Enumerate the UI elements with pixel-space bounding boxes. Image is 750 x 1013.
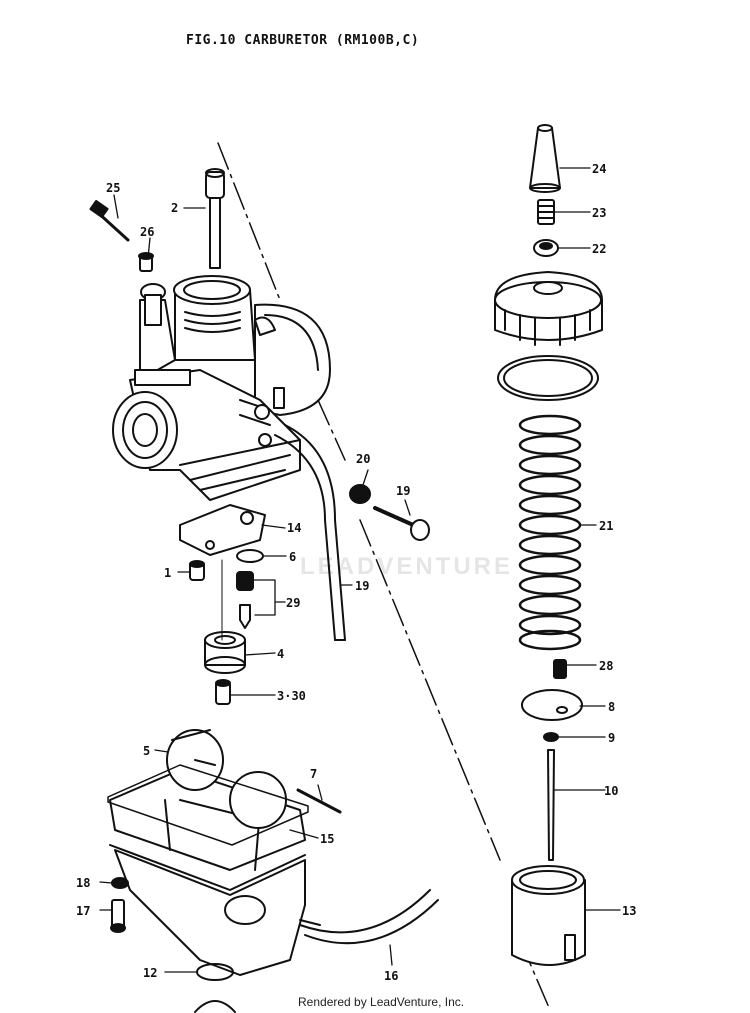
- callout-8: 8: [608, 700, 615, 714]
- part-7-o-ring: [236, 549, 264, 563]
- callout-26: 25: [106, 181, 120, 195]
- part-15-gasket: [107, 764, 309, 846]
- part-8-retainer-plate: [521, 689, 583, 721]
- carburetor-body: [112, 275, 331, 501]
- callout-7: 6: [289, 550, 296, 564]
- part-29-needle-valve: [236, 571, 254, 629]
- callout-labels: 2 25 26 1 14 6 29 4 3·30 19 20 19 24 23 …: [76, 162, 636, 983]
- part-16-overflow-hose: [299, 889, 439, 945]
- callout-27: 26: [140, 225, 154, 239]
- part-22-spring: [518, 414, 582, 651]
- callout-16: 16: [384, 969, 398, 983]
- callout-13: 13: [622, 904, 636, 918]
- part-18-washer: [111, 877, 129, 889]
- callout-3-30: 3·30: [277, 689, 306, 703]
- part-13-throttle-valve: [511, 865, 586, 966]
- callout-15: 15: [320, 832, 334, 846]
- callout-21: 20: [356, 452, 370, 466]
- callout-23: 22: [592, 242, 606, 256]
- callout-5: 5: [143, 744, 150, 758]
- callout-10: 10: [604, 784, 618, 798]
- part-5-float-right: [229, 771, 287, 829]
- callout-20: 19: [396, 484, 410, 498]
- watermark: LEADVENTURE: [300, 553, 514, 580]
- callout-17: 17: [76, 904, 90, 918]
- part-27-screw: [138, 252, 154, 272]
- callout-6: 7: [310, 767, 317, 781]
- callout-24: 23: [592, 206, 606, 220]
- callout-22: 21: [599, 519, 613, 533]
- callout-9: 9: [608, 731, 615, 745]
- callout-29: 29: [286, 596, 300, 610]
- part-1-plug: [189, 560, 205, 581]
- part-9-clip: [543, 732, 559, 742]
- part-26-air-screw: [89, 199, 130, 242]
- part-2-cable-adjuster: [205, 168, 225, 269]
- figure-title: FIG.10 CARBURETOR (RM100B,C): [186, 33, 420, 48]
- part-24-adjuster: [537, 199, 555, 225]
- callout-25: 24: [592, 162, 606, 176]
- part-5-float-left: [166, 729, 224, 791]
- callout-19: 19: [355, 579, 369, 593]
- assembly-centerline: [217, 142, 551, 1011]
- callout-1: 1: [164, 566, 171, 580]
- callout-2: 2: [171, 201, 178, 215]
- part-23-locknut: [533, 239, 559, 257]
- part-3-30-main-jet: [215, 679, 231, 705]
- callout-12: 12: [143, 966, 157, 980]
- callout-14: 14: [287, 521, 301, 535]
- part-10-jet-needle: [547, 749, 555, 861]
- part-19-vent-hose: [274, 424, 346, 641]
- part-4-jet-holder: [204, 631, 246, 674]
- part-21-nut: [349, 484, 371, 504]
- part-14-plate: [179, 504, 266, 556]
- footer-credit: Rendered by LeadVenture, Inc.: [298, 995, 465, 1009]
- mixing-chamber-cap: [494, 271, 603, 346]
- part-6-float-pin: [296, 788, 342, 814]
- drain-plug: [194, 1000, 236, 1013]
- callout-4: 4: [277, 647, 284, 661]
- callout-28: 28: [599, 659, 613, 673]
- part-25-cable-boot: [529, 124, 561, 193]
- part-17-screw: [110, 899, 126, 933]
- part-28-screw: [553, 659, 567, 679]
- cap-gasket: [497, 355, 599, 401]
- callout-18: 18: [76, 876, 90, 890]
- part-20-throttle-stop-screw: [373, 506, 430, 541]
- float-chamber: [109, 769, 321, 976]
